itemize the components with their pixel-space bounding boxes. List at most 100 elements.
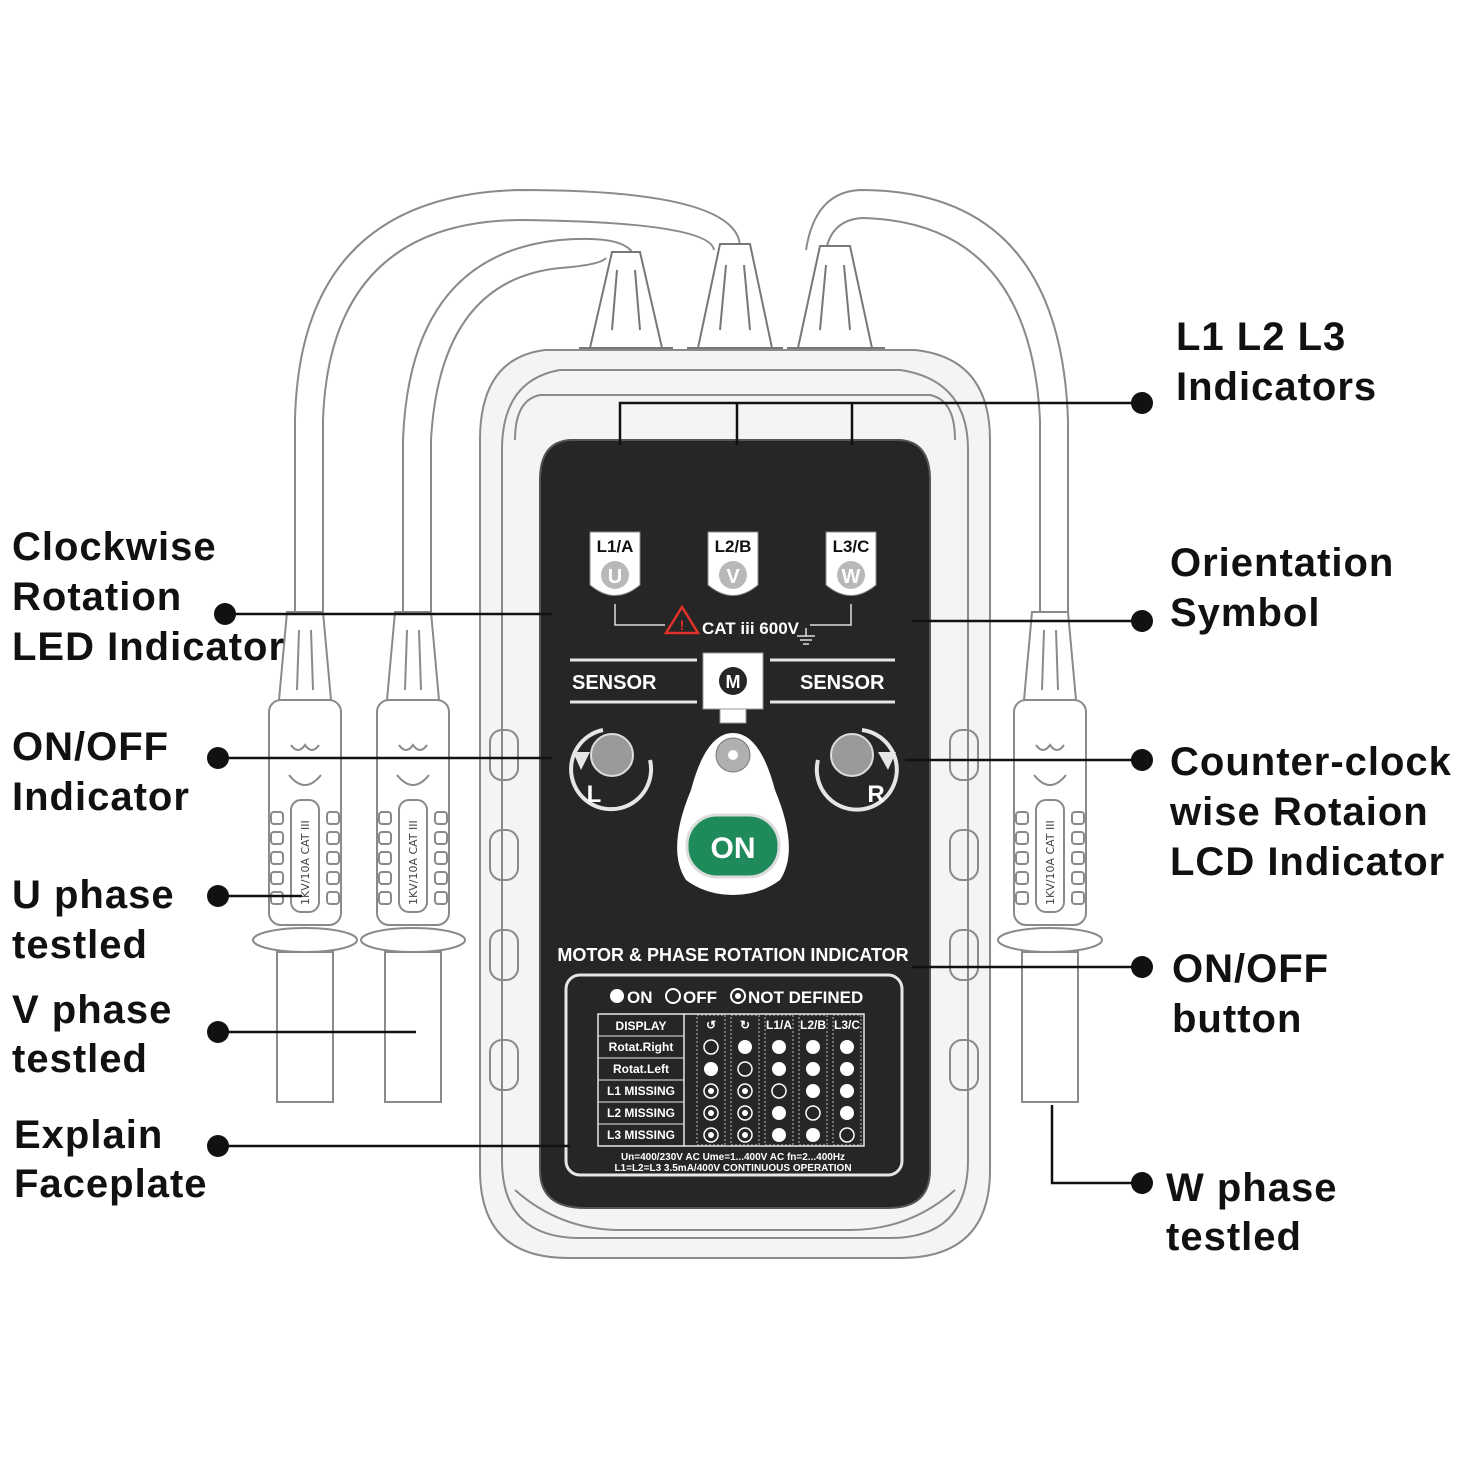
callout-text: Indicators [1176, 365, 1377, 409]
callout-text: LCD Indicator [1170, 840, 1445, 884]
callout-explain-faceplate: Explain Faceplate [14, 1113, 207, 1206]
state-not-defined-dot [742, 1110, 748, 1116]
terminal-l1: L1/A U [589, 531, 641, 596]
probe-grip-mark [290, 743, 320, 751]
probe-grip-bump [326, 831, 340, 845]
probe-rib [1041, 629, 1045, 691]
state-not-defined-icon [737, 1105, 753, 1121]
probe-grip-mark [1033, 774, 1067, 786]
state-on-icon [772, 1106, 786, 1120]
probe-grip-bump [434, 871, 448, 885]
state-not-defined-dot [708, 1110, 714, 1116]
probe-finger-guard [252, 927, 358, 953]
probe-label-plate [290, 799, 320, 913]
rotation-left-label: L [587, 781, 602, 808]
callout-text: testled [12, 923, 148, 967]
on-off-button[interactable]: ON [685, 813, 781, 879]
table-header: DISPLAY [616, 1019, 667, 1033]
callout-on-off-indicator: ON/OFF Indicator [12, 725, 190, 819]
table-column-label: L1/A [766, 1018, 792, 1032]
probe-grip-mark [396, 774, 430, 786]
probe-rating-text: 1KV/10A CAT III [1044, 820, 1057, 905]
state-not-defined-icon [737, 1083, 753, 1099]
state-on-icon [840, 1062, 854, 1076]
table-column [832, 1014, 862, 1146]
probe-rating-text: 1KV/10A CAT III [407, 820, 420, 905]
probe-grip-bump [434, 851, 448, 865]
probe-grip-bump [1071, 831, 1085, 845]
state-on-icon [806, 1062, 820, 1076]
probe-grip-bump [270, 891, 284, 905]
device-title: MOTOR & PHASE ROTATION INDICATOR [557, 945, 908, 965]
sensor-bars [570, 658, 895, 704]
terminal-l1-letter: U [608, 566, 622, 588]
callout-text: testled [1166, 1215, 1302, 1259]
state-on-icon [772, 1128, 786, 1142]
table-row-label: L1 MISSING [607, 1084, 675, 1098]
state-on-icon [806, 1128, 820, 1142]
test-lead-cables [294, 188, 1069, 615]
callout-text: wise Rotaion [1169, 790, 1429, 834]
callout-text: Orientation [1170, 541, 1394, 585]
probe-rib [418, 629, 422, 691]
probe-grip-bump [378, 811, 392, 825]
callout-orientation-symbol: Orientation Symbol [1170, 541, 1394, 635]
warning-icon [663, 604, 701, 635]
probe-grip-bump [1071, 871, 1085, 885]
rotation-right-label: R [867, 781, 884, 808]
probe-grip-bump [270, 831, 284, 845]
callout-v-phase: V phase testled [12, 988, 171, 1081]
table-column-label: L2/B [800, 1018, 826, 1032]
probe-grip-bump [270, 871, 284, 885]
state-not-defined-dot [742, 1088, 748, 1094]
callout-dots [207, 392, 1153, 1194]
state-not-defined-dot [708, 1088, 714, 1094]
probe-grip-bump [1015, 831, 1029, 845]
probe-label-plate [1035, 799, 1065, 913]
probe-grip-bump [434, 891, 448, 905]
callout-text: Explain [14, 1113, 163, 1157]
terminal-l3: L3/C W [825, 531, 877, 596]
callout-text: button [1172, 997, 1302, 1041]
on-button-label: ON [711, 832, 756, 865]
callout-counter-clockwise-indicator: Counter-clock wise Rotaion LCD Indicator [1169, 740, 1451, 884]
table-column-label: ↻ [740, 1018, 750, 1032]
callout-text: testled [12, 1037, 148, 1081]
probe-rib [296, 629, 300, 691]
legend-off: OFF [683, 988, 717, 1007]
callout-text: LED Indicator [12, 625, 285, 669]
probe-tip-sleeve [384, 951, 442, 1103]
probe-grip-bump [378, 871, 392, 885]
probe-grip-bump [1015, 871, 1029, 885]
probe-grip-bump [326, 851, 340, 865]
probe-finger-guard [997, 927, 1103, 953]
state-on-icon [806, 1040, 820, 1054]
state-on-icon [772, 1040, 786, 1054]
probe-grip-bump [1015, 851, 1029, 865]
table-column-label: L3/C [834, 1018, 860, 1032]
callout-text: Symbol [1170, 591, 1320, 635]
table-row-label: Rotat.Right [609, 1040, 674, 1054]
probe-tip-sleeve [1021, 951, 1079, 1103]
callout-w-phase: W phase testled [1166, 1166, 1336, 1259]
state-off-icon [839, 1127, 855, 1143]
terminal-l2-label: L2/B [715, 537, 752, 556]
state-on-icon [840, 1040, 854, 1054]
callout-u-phase: U phase testled [12, 873, 174, 967]
probe-grip-bump [326, 871, 340, 885]
ground-icon [797, 628, 815, 645]
state-off-icon [805, 1105, 821, 1121]
state-not-defined-icon [737, 1127, 753, 1143]
motor-orientation-symbol: M [702, 652, 764, 724]
sensor-right-label: SENSOR [800, 672, 885, 694]
state-on-icon [840, 1084, 854, 1098]
probe-strain-relief [385, 611, 441, 701]
table-column [798, 1014, 828, 1146]
state-on-icon [738, 1040, 752, 1054]
callout-text: Indicator [12, 775, 190, 819]
probe-grip-bump [270, 851, 284, 865]
state-off-icon [703, 1039, 719, 1055]
